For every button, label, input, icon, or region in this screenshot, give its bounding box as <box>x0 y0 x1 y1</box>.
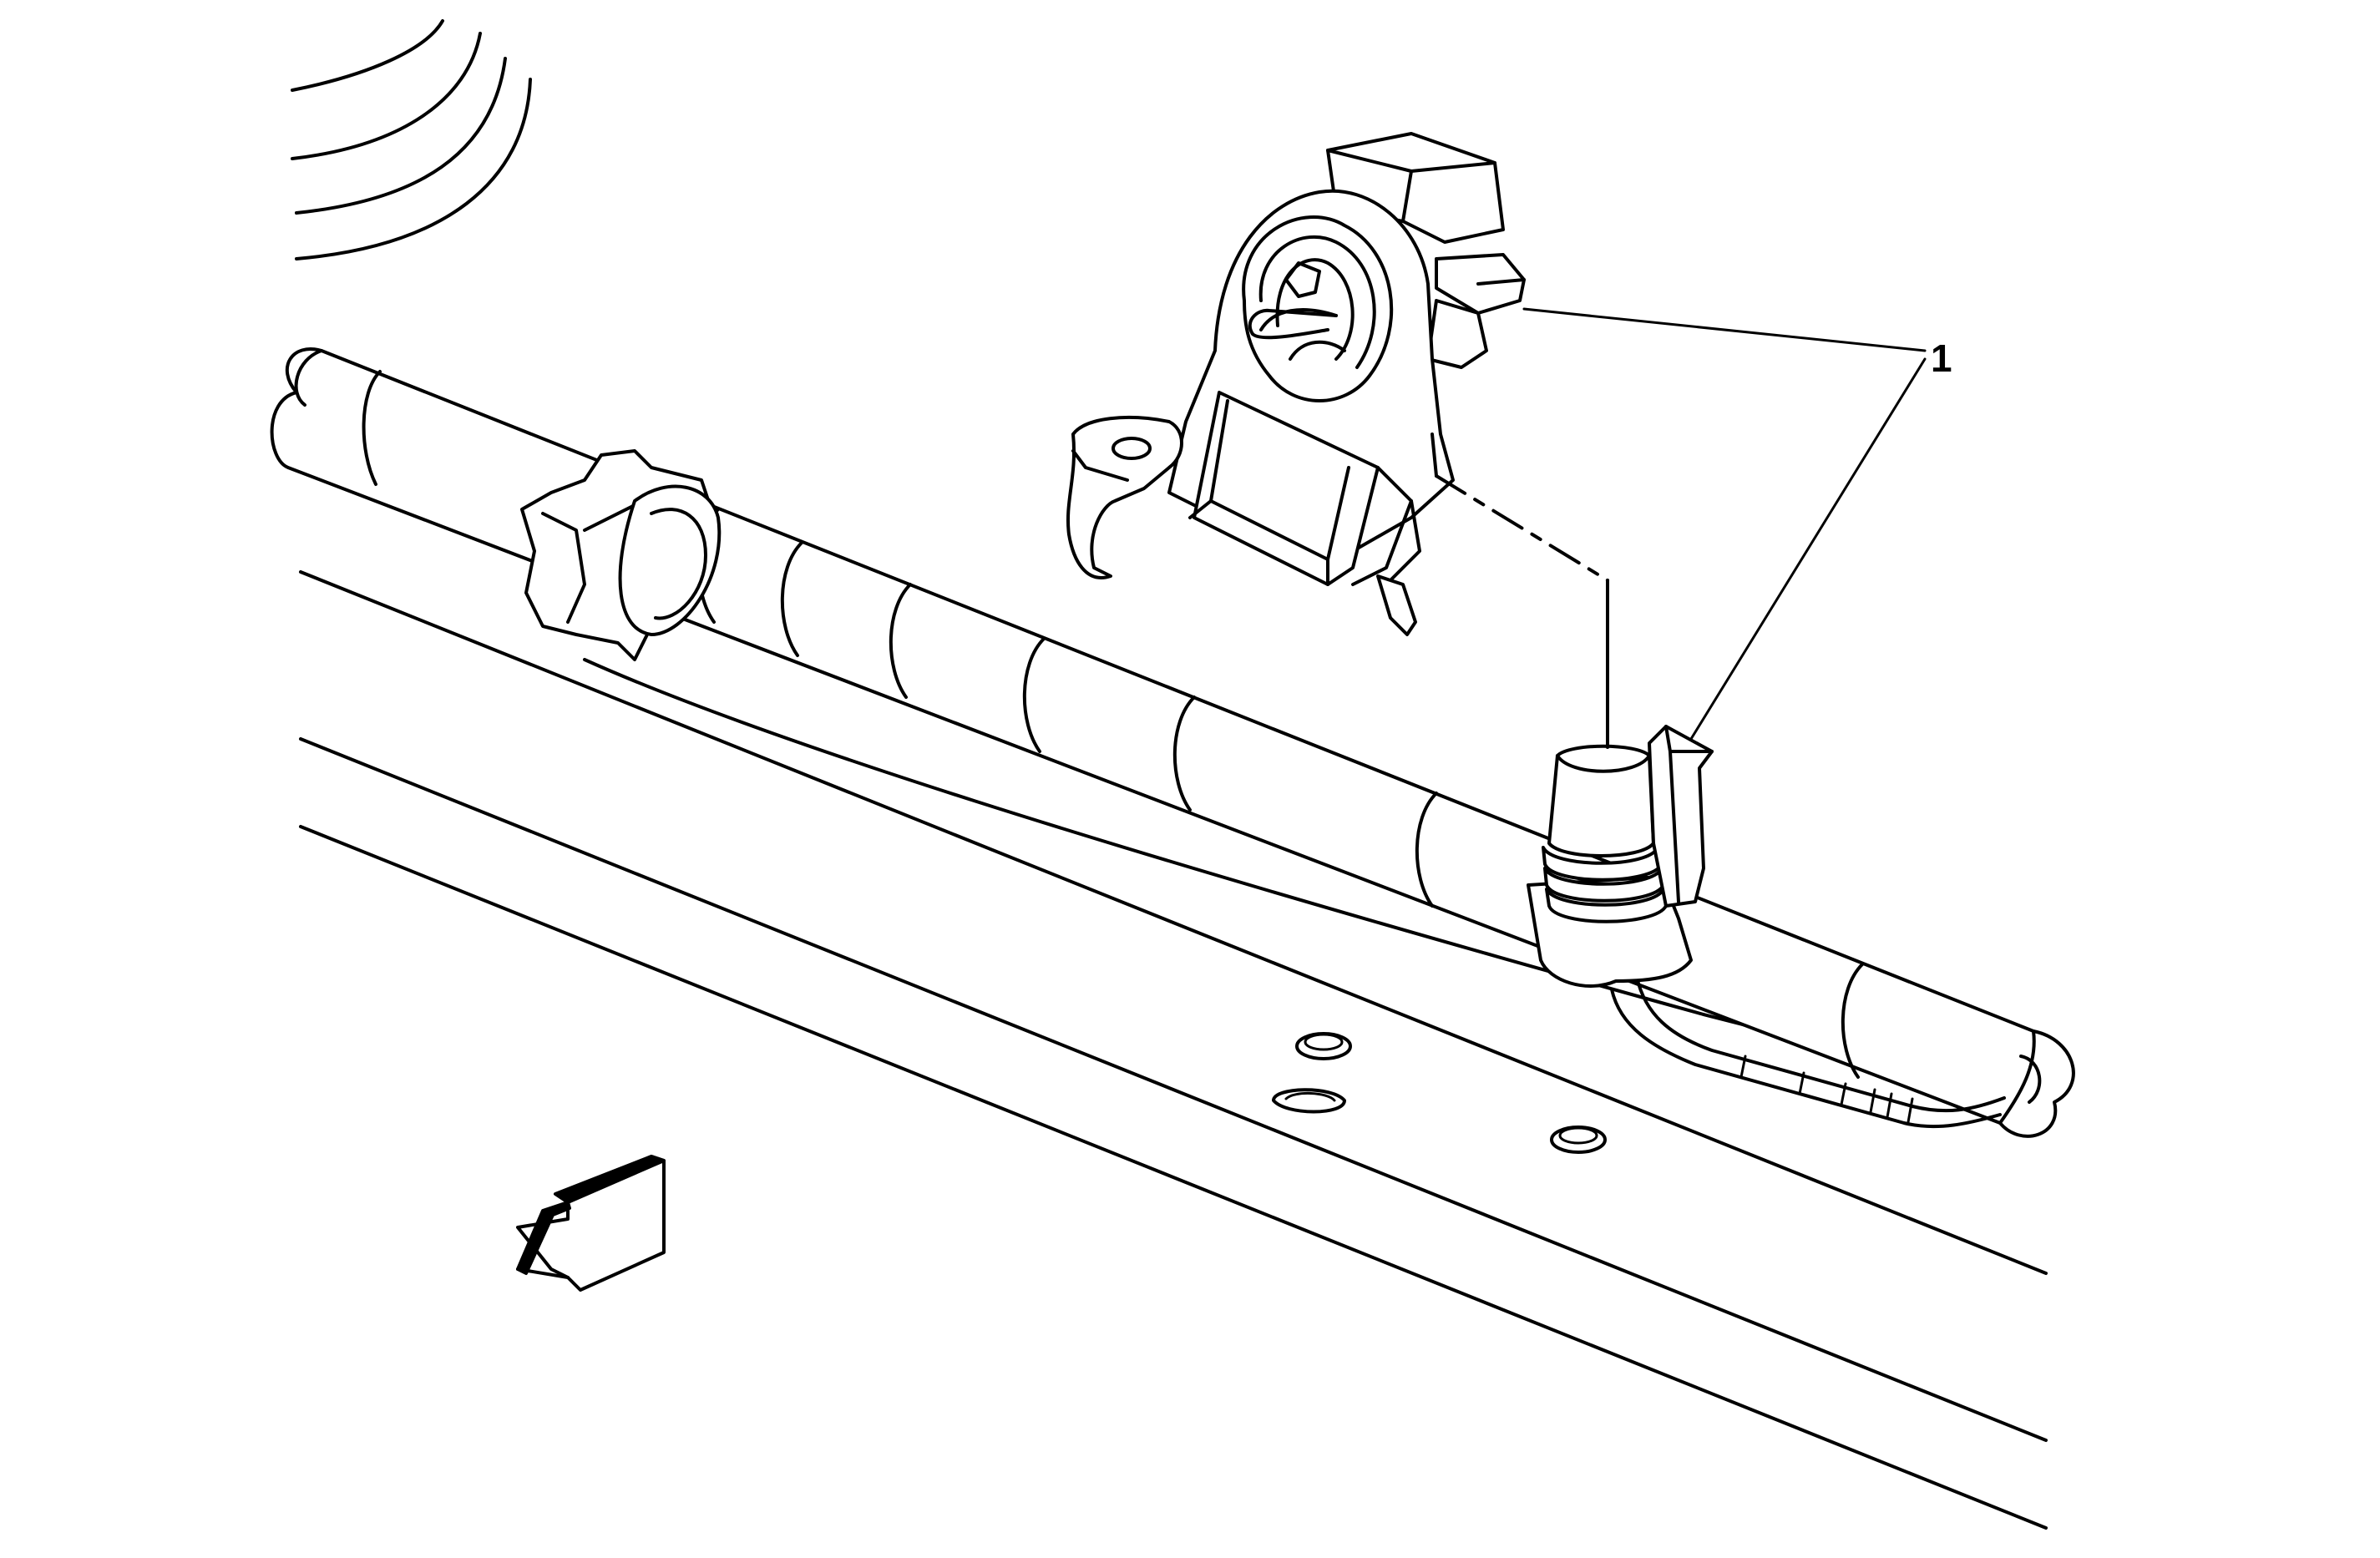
panel-holes <box>1272 1032 1607 1154</box>
panel-hole <box>1295 1032 1352 1060</box>
panel-slot <box>1272 1088 1346 1114</box>
forward-direction-arrow-icon <box>516 1155 666 1292</box>
background-harness-arcs <box>291 19 532 261</box>
callout-leaders: 1 <box>1522 307 1952 741</box>
sensor-wire <box>1610 975 2006 1129</box>
wiring-connector <box>1527 725 1714 988</box>
sensor-housing <box>1066 132 1609 749</box>
tube-clamp <box>520 449 722 661</box>
wiring-tube <box>270 347 2075 1138</box>
panel-hole <box>1550 1126 1607 1154</box>
callout-label-1: 1 <box>1931 336 1952 380</box>
